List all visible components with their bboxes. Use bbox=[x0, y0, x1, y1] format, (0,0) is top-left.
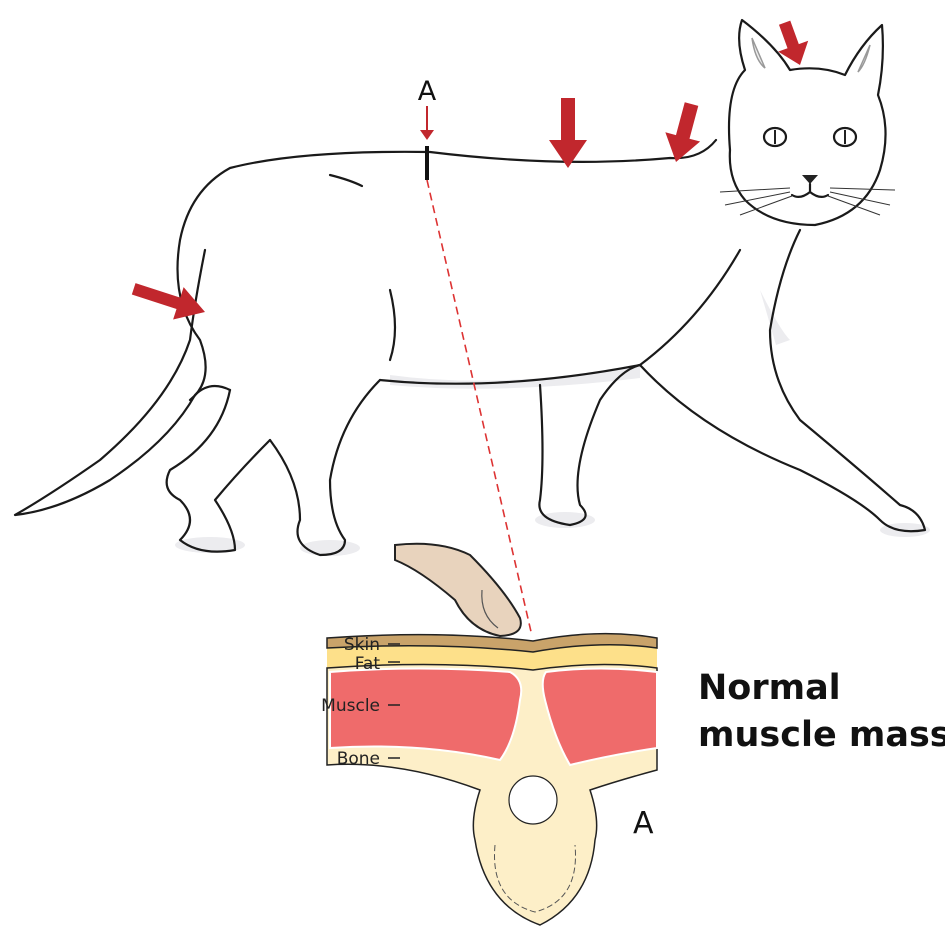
label-fat: Fat bbox=[355, 654, 381, 674]
muscle-right bbox=[541, 667, 658, 767]
arrow-spine-icon bbox=[549, 98, 587, 168]
muscle-left bbox=[329, 667, 523, 762]
cat-eye-right bbox=[832, 126, 858, 148]
cross-section bbox=[326, 632, 658, 926]
arrow-head-icon bbox=[778, 20, 809, 65]
title-line-2: muscle mass bbox=[698, 715, 945, 755]
cat-shadows bbox=[175, 290, 930, 556]
label-skin: Skin bbox=[344, 635, 380, 655]
arrow-hip-icon bbox=[131, 283, 205, 320]
layer-labels: Skin Fat Muscle Bone bbox=[321, 635, 400, 769]
point-a-label: A bbox=[418, 76, 437, 107]
finger bbox=[394, 542, 522, 638]
label-bone: Bone bbox=[337, 749, 380, 769]
cat-eye-left bbox=[762, 126, 788, 148]
muscle-check-arrows bbox=[131, 20, 809, 320]
cat-whiskers bbox=[719, 187, 896, 216]
title-line-1: Normal bbox=[698, 668, 841, 708]
arrow-point-a-icon bbox=[420, 106, 434, 140]
cat-outline bbox=[13, 138, 927, 557]
label-muscle: Muscle bbox=[321, 696, 380, 716]
skin-layer bbox=[326, 632, 658, 653]
spinal-canal bbox=[508, 775, 558, 825]
section-a-label: A bbox=[633, 806, 654, 841]
cat-head bbox=[719, 18, 896, 227]
cat-nose bbox=[802, 175, 818, 184]
arrow-shoulder-icon bbox=[665, 102, 701, 162]
